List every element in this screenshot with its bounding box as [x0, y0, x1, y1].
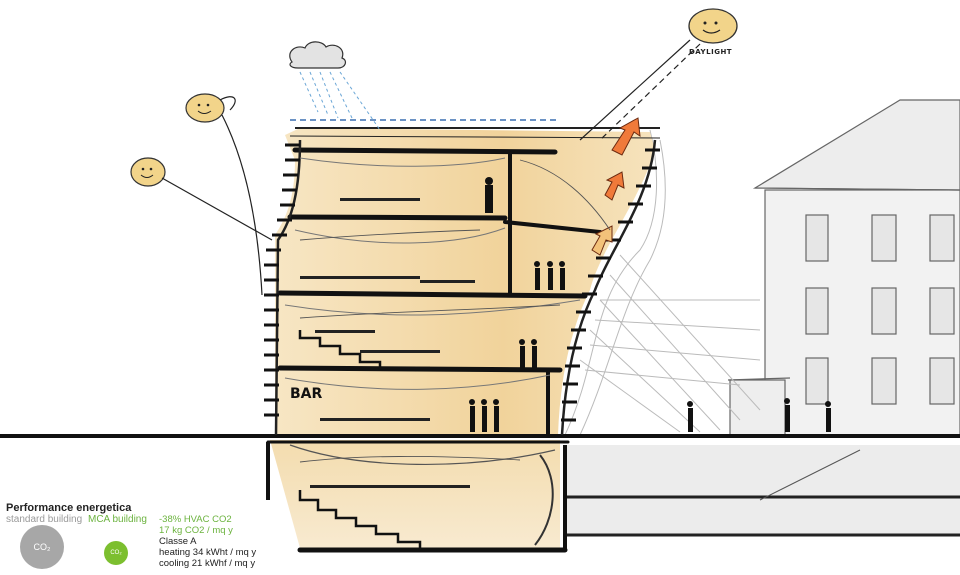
- bar-sign: BAR: [290, 386, 323, 402]
- energy-performance-legend: Performance energetica standard building…: [6, 502, 306, 575]
- mca-co2-circle: CO₂: [104, 541, 128, 565]
- daylight-label: DAYLIGHT: [689, 48, 732, 56]
- glass-facade-screen: [564, 129, 761, 436]
- mca-building-label: MCA building: [88, 514, 147, 525]
- standard-co2-circle: CO₂: [20, 525, 64, 569]
- standard-building-label: standard building: [6, 514, 83, 525]
- columns: [266, 150, 567, 550]
- neighbor-building: [727, 99, 960, 436]
- floor-slabs: [0, 147, 960, 553]
- airflow-lines: [299, 159, 611, 463]
- stat-energy-class: Classe A: [159, 536, 197, 547]
- right-facade: [560, 139, 660, 436]
- legend-title: Performance energetica: [6, 502, 132, 514]
- sun-icon: [688, 8, 738, 44]
- roof: [289, 119, 661, 139]
- sun-icon: [130, 157, 166, 187]
- cloud-icon: [289, 41, 347, 69]
- stat-cooling: cooling 21 kWhf / mq y: [159, 558, 256, 569]
- basement-right: [565, 445, 960, 537]
- rain-lines: [299, 71, 381, 131]
- sun-ray-lines: [161, 39, 701, 296]
- left-facade: [264, 139, 302, 436]
- sun-icon: [185, 93, 225, 123]
- stat-hvac-reduction: -38% HVAC CO2: [159, 514, 232, 525]
- co2-symbol: CO₂: [110, 550, 122, 556]
- stepped-seating: [289, 330, 556, 548]
- people-figures: [469, 177, 831, 432]
- co2-symbol: CO₂: [33, 542, 51, 552]
- exhaust-arrow-icons: [591, 117, 641, 256]
- audience-rows: [300, 198, 475, 488]
- performance-stats: -38% HVAC CO2 17 kg CO2 / mq y Classe A …: [159, 514, 256, 569]
- basement-interior: [270, 440, 560, 548]
- stat-heating: heating 34 kWht / mq y: [159, 547, 257, 558]
- stat-co2-per-sqm: 17 kg CO2 / mq y: [159, 525, 233, 536]
